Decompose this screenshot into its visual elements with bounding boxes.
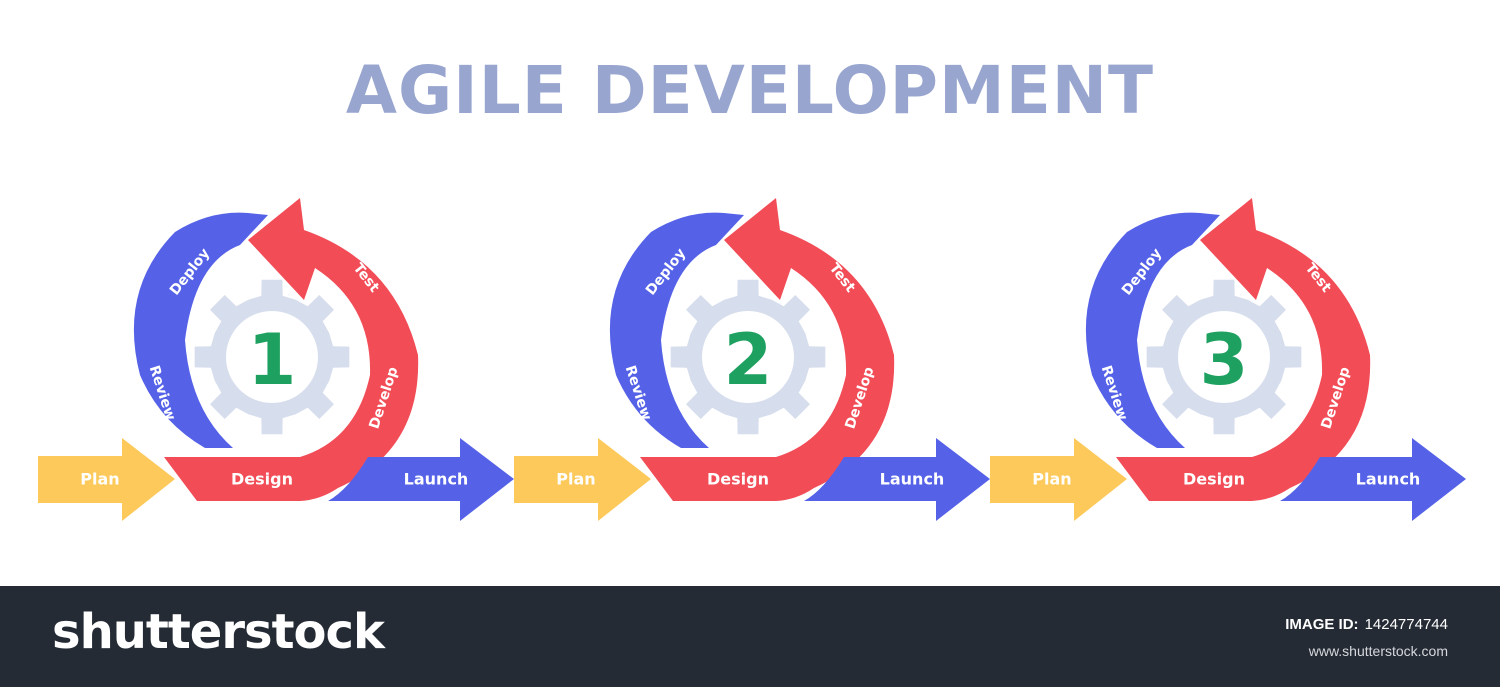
launch-arrow	[1280, 438, 1466, 521]
gear-hub	[702, 311, 794, 403]
stock-footer: shutterstock IMAGE ID: 1424774744 www.shu…	[0, 586, 1500, 687]
plan-arrow	[990, 438, 1127, 521]
design-develop-test-arc	[640, 198, 895, 501]
design-develop-test-arc	[164, 198, 419, 501]
shutterstock-logo: shutterstock	[52, 604, 385, 660]
design-label: Design	[231, 470, 293, 489]
deploy-review-arc	[609, 212, 744, 448]
image-id-label: IMAGE ID:	[1285, 616, 1359, 633]
launch-label: Launch	[404, 470, 469, 489]
launch-label: Launch	[880, 470, 945, 489]
image-id: IMAGE ID: 1424774744	[1285, 616, 1448, 633]
plan-label: Plan	[556, 470, 595, 489]
plan-arrow	[38, 438, 175, 521]
design-label: Design	[707, 470, 769, 489]
deploy-review-arc	[133, 212, 268, 448]
plan-label: Plan	[80, 470, 119, 489]
launch-label: Launch	[1356, 470, 1421, 489]
gear-hub	[226, 311, 318, 403]
launch-arrow	[804, 438, 990, 521]
image-id-value: 1424774744	[1364, 616, 1448, 633]
plan-arrow	[514, 438, 651, 521]
cycle-number: 3	[1200, 319, 1249, 401]
launch-arrow	[328, 438, 514, 521]
diagram-title: AGILE DEVELOPMENT	[345, 52, 1155, 129]
cycle-number: 2	[724, 319, 773, 401]
plan-label: Plan	[1032, 470, 1071, 489]
design-label: Design	[1183, 470, 1245, 489]
cycle-number: 1	[248, 319, 297, 401]
deploy-review-arc	[1085, 212, 1220, 448]
gear-hub	[1178, 311, 1270, 403]
design-develop-test-arc	[1116, 198, 1371, 501]
site-url: www.shutterstock.com	[1308, 643, 1448, 659]
